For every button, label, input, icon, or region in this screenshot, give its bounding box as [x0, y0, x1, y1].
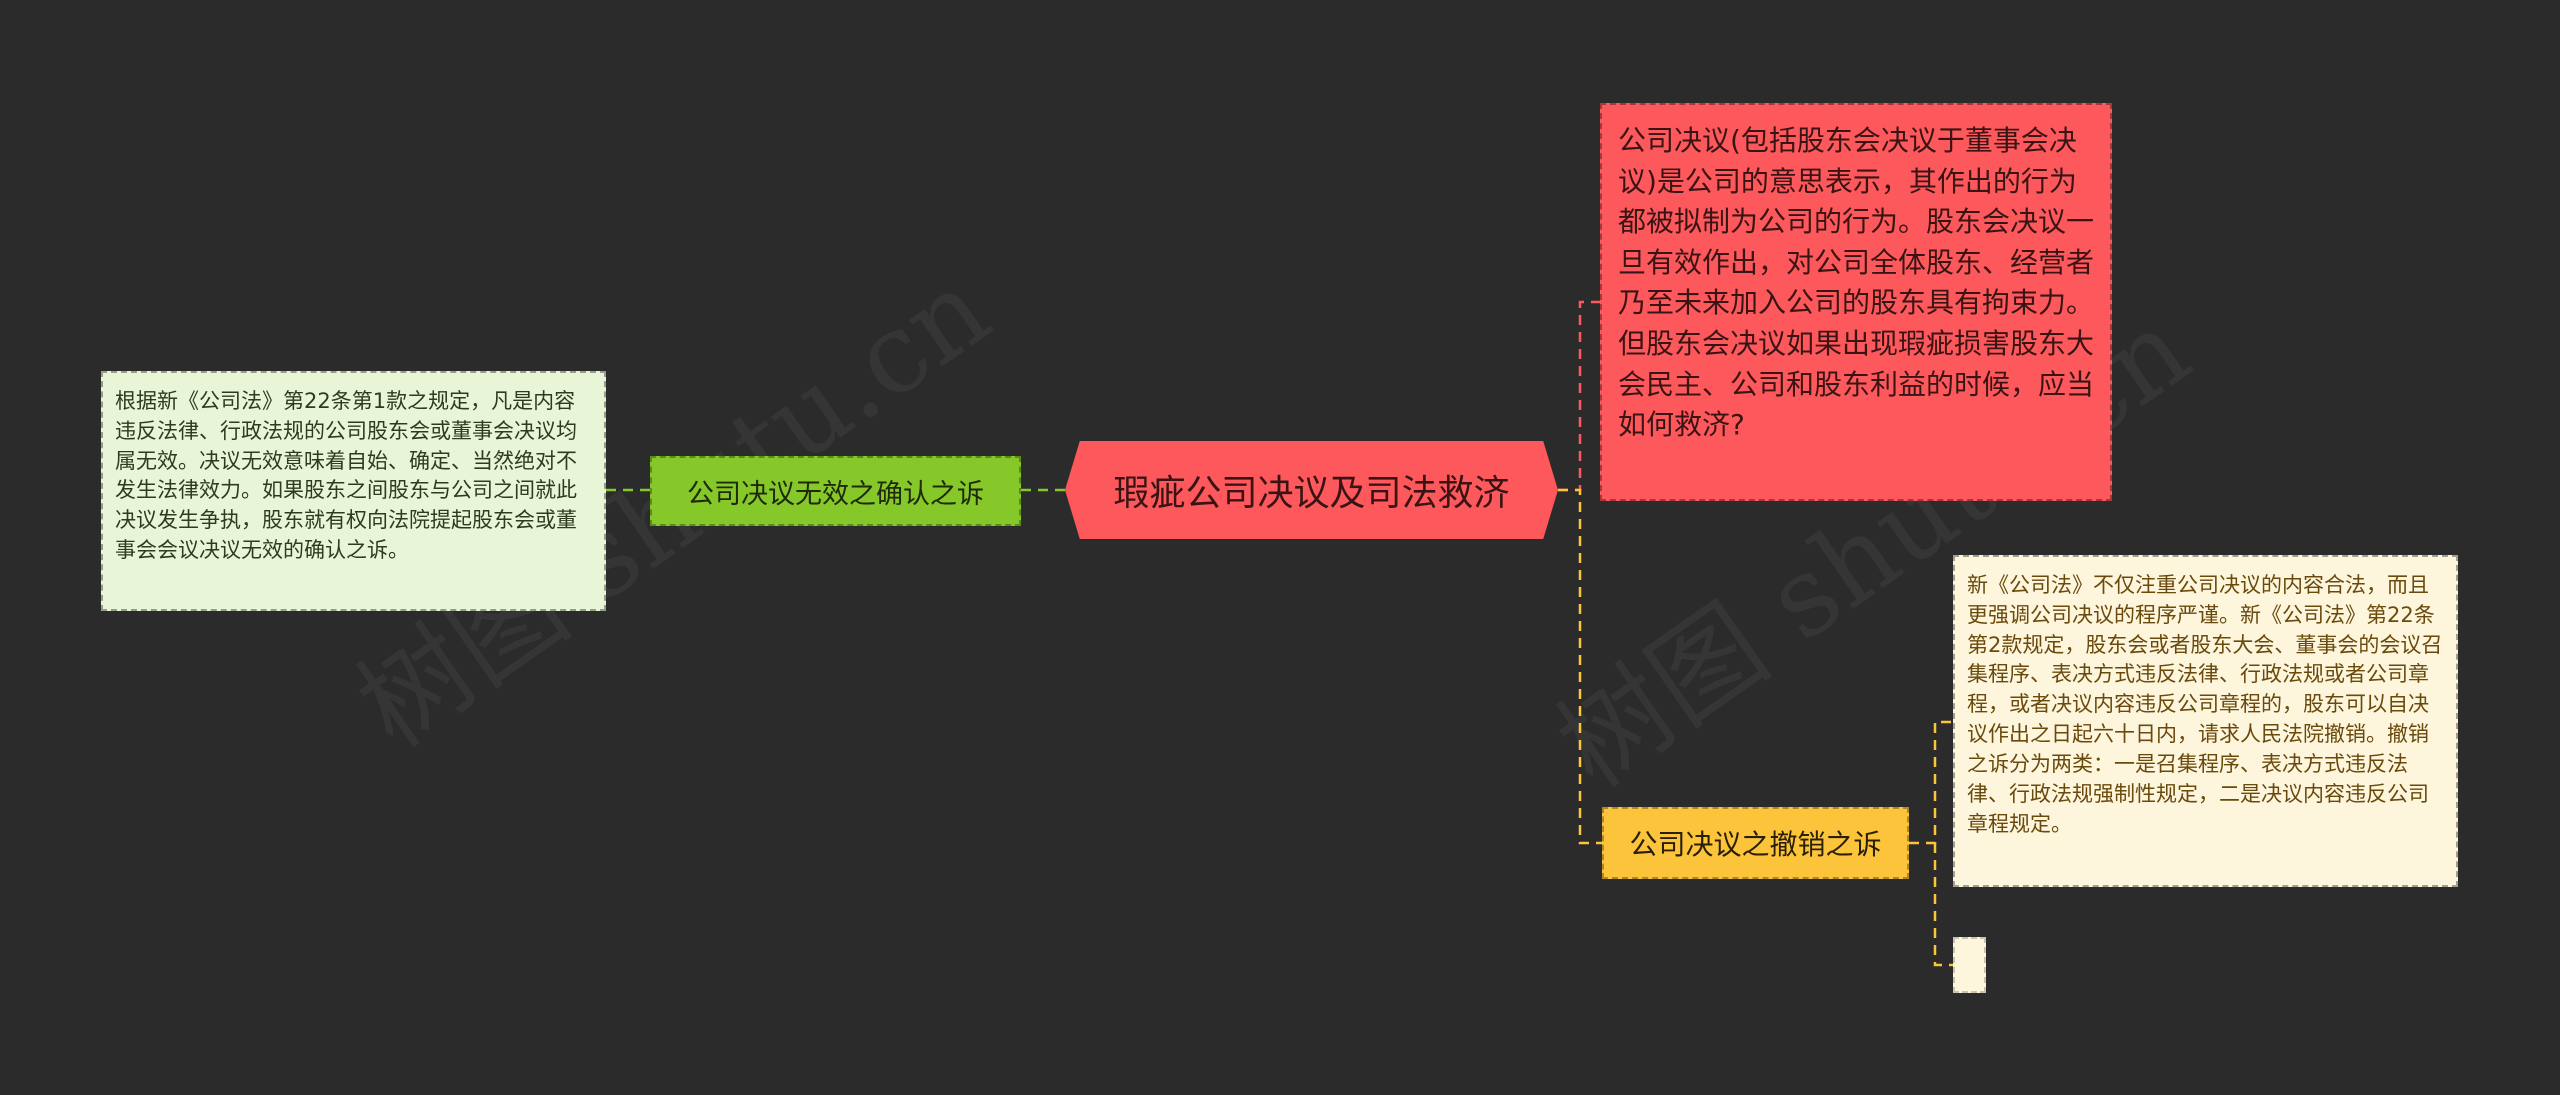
empty-node[interactable]	[1953, 937, 1986, 993]
question-node[interactable]: 公司决议(包括股东会决议于董事会决议)是公司的意思表示，其作出的行为都被拟制为公…	[1600, 103, 2112, 501]
revoke-detail-node[interactable]: 新《公司法》不仅注重公司决议的内容合法，而且更强调公司决议的程序严谨。新《公司法…	[1953, 555, 2458, 887]
revoke-branch-node[interactable]: 公司决议之撤销之诉	[1602, 807, 1909, 879]
connector-root-red	[1558, 300, 1600, 492]
invalid-detail-node[interactable]: 根据新《公司法》第22条第1款之规定，凡是内容违反法律、行政法规的公司股东会或董…	[101, 371, 606, 611]
connector-yellow-small	[1933, 843, 1953, 967]
connector-root-yellow	[1558, 488, 1602, 845]
root-node[interactable]: 瑕疵公司决议及司法救济	[1065, 441, 1558, 539]
connector-yellow-cream	[1909, 720, 1953, 845]
invalid-branch-node[interactable]: 公司决议无效之确认之诉	[650, 456, 1021, 526]
